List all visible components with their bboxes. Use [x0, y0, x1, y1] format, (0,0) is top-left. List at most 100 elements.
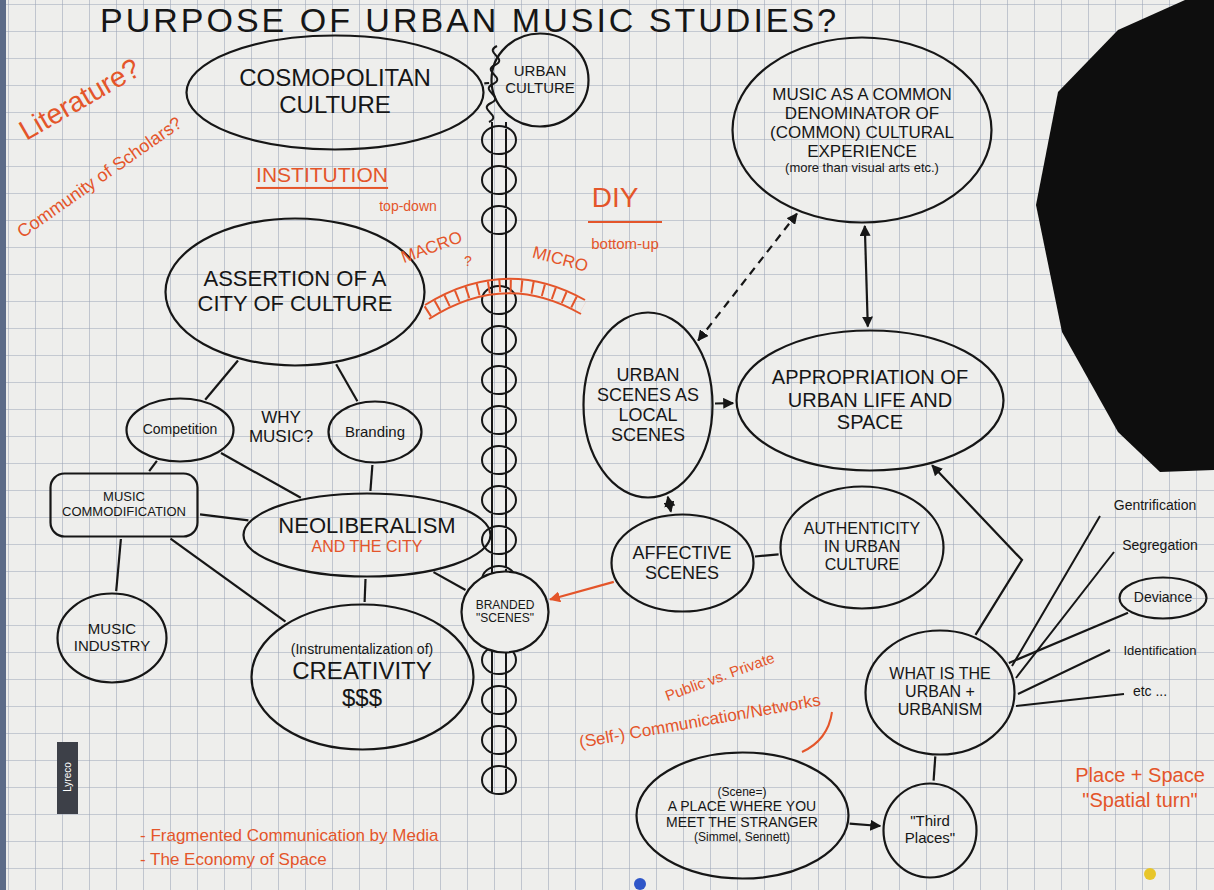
bubble-text: A PLACE WHERE YOU MEET THE STRANGER — [654, 799, 830, 830]
bubble-text-group: Branding — [345, 424, 405, 441]
annotation-text: - The Economy of Space — [140, 851, 327, 870]
bubble-text: (Instrumentalization of) — [291, 642, 433, 658]
bubble-ellipse — [251, 605, 473, 750]
annotation-text: top-down — [379, 199, 437, 214]
annotation-text: etc ... — [1133, 684, 1167, 699]
bubble-ellipse — [884, 783, 977, 877]
bubble-text-group: (Instrumentalization of)CREATIVITY$$$ — [291, 642, 433, 711]
connector — [755, 554, 779, 556]
bubble-text-group: URBAN CULTURE — [499, 63, 581, 97]
bubble-text: NEOLIBERALISM — [278, 514, 455, 539]
bubble-text: BRANDED "SCENES" — [468, 599, 542, 626]
connector — [865, 226, 868, 327]
bubble-ellipse — [1120, 578, 1207, 619]
annotation-text: WHY MUSIC? — [241, 409, 321, 446]
leader-lines — [1012, 516, 1124, 706]
bubble-text: AFFECTIVE SCENES — [623, 543, 742, 583]
annotation-text: DIY — [592, 183, 639, 214]
bubble-text: COSMOPOLITAN CULTURE — [212, 65, 458, 119]
connector — [1009, 613, 1128, 663]
bubble-ellipse — [58, 594, 167, 683]
connector — [221, 453, 301, 498]
bubble-text-group: AUTHENTICITY IN URBAN CULTURE — [794, 520, 930, 574]
concept-bubble: BRANDED "SCENES" — [460, 570, 550, 654]
connector — [149, 461, 157, 471]
concept-bubble: ASSERTION OF A CITY OF CULTURE — [164, 217, 426, 367]
concept-bubble: WHAT IS THE URBAN + URBANISM — [864, 629, 1016, 756]
concept-bubble: URBAN SCENES AS LOCAL SCENES — [582, 311, 714, 499]
spiral-divider — [482, 122, 516, 794]
bubble-text: Deviance — [1134, 590, 1192, 606]
bubble-text: Competition — [143, 422, 218, 438]
bubble-text-group: COSMOPOLITAN CULTURE — [212, 65, 458, 119]
brand-strip — [57, 742, 78, 814]
bubble-text-group: "Third Places" — [891, 813, 970, 847]
bubble-ellipse — [187, 35, 484, 149]
bubble-text-group: NEOLIBERALISMAND THE CITY — [278, 514, 455, 557]
bubble-ellipse — [611, 515, 753, 612]
annotation-text: ? — [464, 254, 472, 269]
concept-bubble: AFFECTIVE SCENES — [610, 513, 755, 613]
bubble-ellipse — [462, 572, 549, 653]
connector — [484, 82, 489, 85]
bubble-ellipse — [584, 313, 713, 498]
annotation-text: "Spatial turn" — [1082, 789, 1197, 811]
connector — [200, 514, 248, 520]
bubble-ellipse — [781, 486, 944, 608]
bubble-text: APPROPRIATION OF URBAN LIFE AND SPACE — [759, 366, 980, 433]
concept-bubble: MUSIC INDUSTRY — [56, 592, 168, 684]
connector — [370, 465, 372, 491]
bubble-ellipse — [244, 494, 491, 577]
bubble-text: MUSIC AS A COMMON DENOMINATOR OF (COMMON… — [755, 85, 970, 161]
bubble-ellipse — [492, 34, 589, 127]
bubble-ellipse — [127, 399, 234, 462]
concept-bubble: URBAN CULTURE — [490, 32, 590, 128]
connector — [850, 824, 881, 826]
connector — [116, 539, 121, 591]
bubble-text: "Third Places" — [891, 813, 970, 847]
connector — [364, 579, 367, 602]
bubble-text: CREATIVITY — [291, 658, 433, 685]
leader-line — [802, 712, 832, 752]
bubble-text-group: Deviance — [1134, 590, 1192, 606]
board-edge — [0, 0, 6, 890]
concept-bubble: NEOLIBERALISMAND THE CITY — [242, 492, 492, 578]
connector — [550, 582, 614, 600]
underline — [588, 221, 662, 223]
connector — [336, 364, 357, 401]
bubble-text-group: URBAN SCENES AS LOCAL SCENES — [594, 365, 702, 446]
bubble-text: URBAN CULTURE — [499, 63, 581, 97]
annotation-text: bottom-up — [591, 236, 659, 253]
bubble-text: (Scene=) — [654, 786, 830, 799]
bubble-ellipse — [636, 752, 848, 878]
bubble-text-group: Competition — [143, 422, 218, 438]
annotation-text: Gentrification — [1114, 498, 1196, 513]
diagram-title: PURPOSE OF URBAN MUSIC STUDIES? — [100, 2, 839, 39]
connector — [715, 402, 733, 405]
connector — [171, 539, 286, 622]
pin — [634, 878, 646, 890]
connector — [434, 572, 466, 590]
bubble-text: Branding — [345, 424, 405, 441]
macro-micro-bridge — [425, 279, 585, 319]
box-rect — [51, 474, 198, 537]
connector — [668, 497, 671, 512]
bubble-text: MUSIC INDUSTRY — [66, 621, 158, 655]
bubble-text: (more than visual arts etc.) — [755, 161, 970, 176]
concept-bubble: AUTHENTICITY IN URBAN CULTURE — [779, 485, 945, 610]
bubble-text-group: AFFECTIVE SCENES — [623, 543, 742, 583]
connector — [932, 465, 1022, 635]
concept-box: MUSIC COMMODIFICATION — [49, 472, 199, 538]
annotation-text: Identification — [1124, 644, 1197, 658]
annotation-text: INSTITUTION — [256, 163, 388, 189]
concept-bubble: Deviance — [1118, 576, 1208, 620]
bubble-text: (Simmel, Sennett) — [654, 831, 830, 844]
bubble-ellipse — [737, 330, 1004, 470]
concept-bubble: MUSIC AS A COMMON DENOMINATOR OF (COMMON… — [731, 36, 993, 224]
bubble-text-group: MUSIC AS A COMMON DENOMINATOR OF (COMMON… — [755, 85, 970, 176]
annotation-text: Segregation — [1122, 538, 1198, 553]
